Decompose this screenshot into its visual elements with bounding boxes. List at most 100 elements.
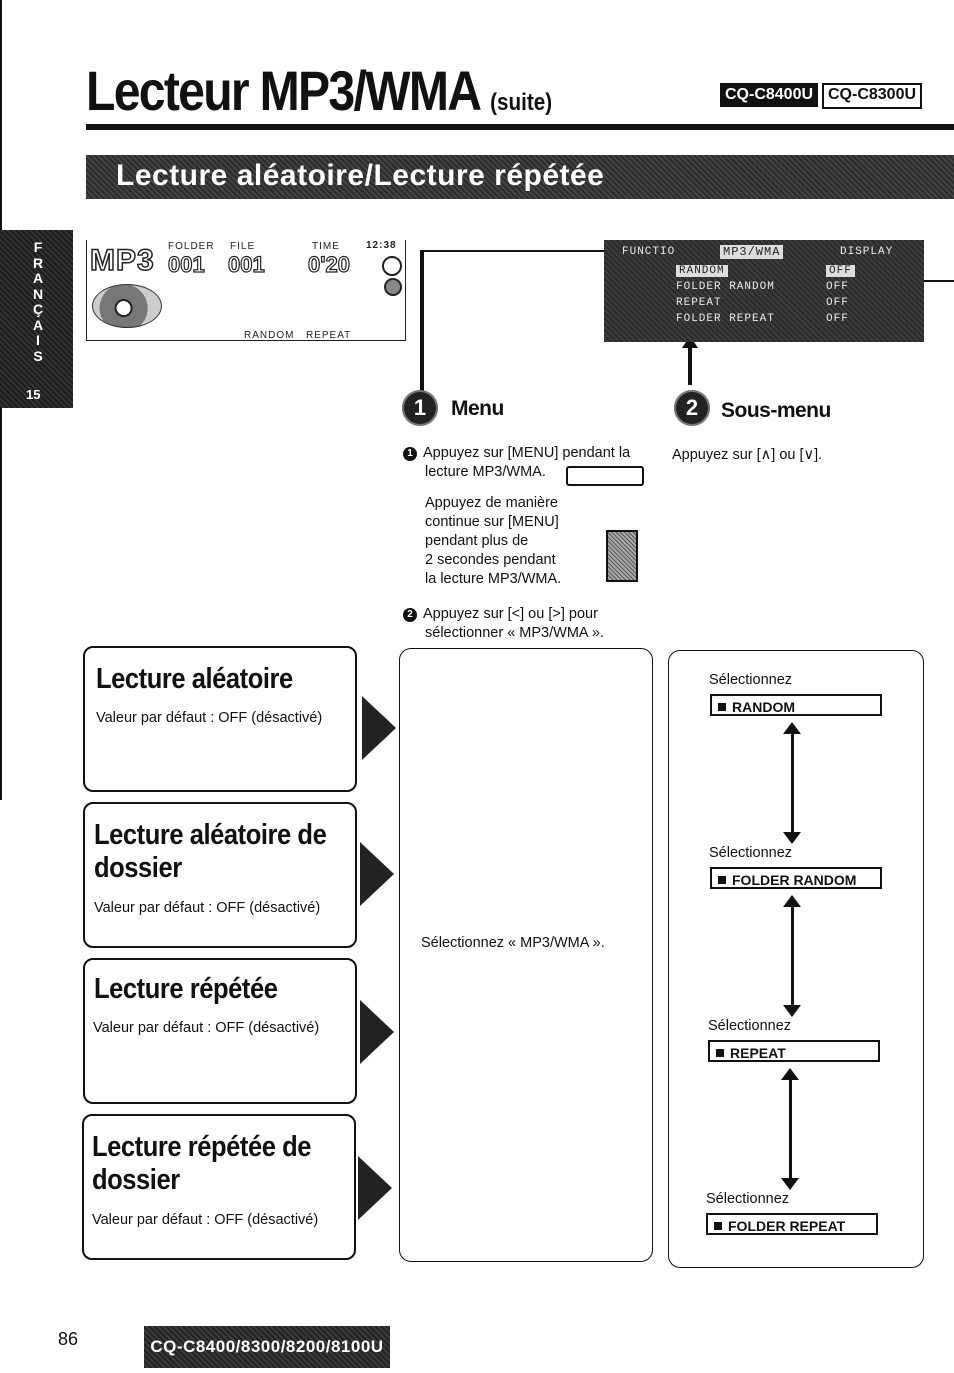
step2-title: Sous-menu [721,399,831,422]
screen-row-random: RANDOM [676,265,728,277]
step1-alt-line4: 2 secondes pendant [425,552,556,568]
step1-item1-number: 1 [403,447,417,461]
page-number: 86 [58,1329,79,1349]
screen-row-random-value: OFF [826,265,855,277]
section-banner [86,155,954,199]
feature-title-folder-repeat: Lecture répétée de [92,1131,312,1163]
lcd-time-value: 0'20 [307,251,350,277]
lcd-repeat-indicator: REPEAT [306,330,352,341]
screen-tab-function: FUNCTIO [622,246,676,258]
header-rule [86,124,954,130]
feature-title-folder-random: Lecture aléatoire de [94,819,327,851]
arrow-right-icon [360,1000,394,1064]
section-number: 15 [26,387,41,402]
step1-item2-number: 2 [403,608,417,622]
lcd-indicator-icon [382,256,402,276]
feature-title-repeat: Lecture répétée [94,973,278,1005]
feature-title-random: Lecture aléatoire [96,663,293,695]
screen-row-folder-repeat: FOLDER REPEAT [676,313,775,325]
arrow-down-icon [781,1178,799,1190]
menu-connector-line [420,250,424,398]
screen-row-repeat: REPEAT [676,297,722,309]
feature-box-folder-repeat [82,1114,356,1260]
feature-title-folder-random-line2: dossier [94,852,182,884]
menu-connector-top [420,250,604,252]
feature-box-folder-random [83,802,357,948]
select-label-random: Sélectionnez [709,672,793,688]
lcd-display-illustration [86,240,406,341]
step2-text: Appuyez sur [∧] ou [∨]. [672,447,823,463]
menu-button-icon [566,466,644,486]
lcd-file-number: 001 [227,251,265,277]
remote-control-icon [606,530,638,582]
step1-item2-line2: sélectionner « MP3/WMA ». [425,625,604,641]
menu-step-box [399,648,653,1262]
arrow-shaft [789,1080,792,1178]
arrow-shaft [791,734,794,832]
square-bullet-icon [718,703,726,711]
footer-model-range: CQ-C8400/8300/8200/8100U [144,1326,390,1368]
submenu-connector-line [688,345,692,385]
arrow-shaft [791,907,794,1005]
step1-alt-line1: Appuyez de manière [425,495,558,511]
arrow-down-icon [783,1005,801,1017]
screen-row-folder-repeat-value: OFF [826,313,849,325]
feature-default-folder-random: Valeur par défaut : OFF (désactivé) [94,900,321,916]
select-label-folder-repeat: Sélectionnez [706,1191,790,1207]
arrow-down-icon [783,832,801,844]
arrow-right-icon [362,696,396,760]
option-repeat: REPEAT [708,1040,880,1062]
arrow-right-icon [360,842,394,906]
select-label-folder-random: Sélectionnez [709,845,793,861]
feature-box-random [83,646,357,792]
step2-badge: 2 [674,390,710,426]
screen-row-folder-random: FOLDER RANDOM [676,281,775,293]
option-folder-random: FOLDER RANDOM [710,867,882,889]
feature-title-folder-repeat-line2: dossier [92,1164,180,1196]
lcd-folder-number: 001 [167,251,205,277]
screen-row-repeat-value: OFF [826,297,849,309]
arrow-right-icon [358,1156,392,1220]
feature-default-folder-repeat: Valeur par défaut : OFF (désactivé) [92,1212,319,1228]
step1-badge: 1 [402,390,438,426]
feature-box-repeat [83,958,357,1104]
step1-alt-line3: pendant plus de [425,533,529,549]
arrow-up-icon [783,722,801,734]
model-badge-secondary: CQ-C8300U [822,83,923,109]
select-label-repeat: Sélectionnez [708,1018,792,1034]
language-tab [0,230,73,408]
language-tab-letters: F R A N Ç A I S [32,239,44,364]
arrow-up-icon [783,895,801,907]
title-suffix: (suite) [490,89,553,116]
lcd-indicator-icon-2 [384,278,402,296]
middle-instruction: Sélectionnez « MP3/WMA ». [421,935,605,951]
arrow-up-icon [781,1068,799,1080]
submenu-step-box [668,650,924,1268]
option-folder-repeat: FOLDER REPEAT [706,1213,878,1235]
feature-default-repeat: Valeur par défaut : OFF (désactivé) [93,1020,320,1036]
square-bullet-icon [716,1049,724,1057]
page-title: Lecteur MP3/WMA (suite) [86,59,553,122]
step1-item1-line2: lecture MP3/WMA. [425,464,546,480]
screen-tab-mp3wma: MP3/WMA [720,245,784,259]
lcd-time-label: TIME [312,241,340,252]
square-bullet-icon [718,876,726,884]
square-bullet-icon [714,1222,722,1230]
model-badge-primary: CQ-C8400U [720,83,819,107]
lcd-file-label: FILE [230,241,256,252]
section-title: Lecture aléatoire/Lecture répétée [116,159,605,192]
disc-icon [92,284,162,328]
lcd-mode: MP3 [89,243,155,278]
lcd-folder-label: FOLDER [168,241,215,252]
option-random: RANDOM [710,694,882,716]
feature-default-random: Valeur par défaut : OFF (désactivé) [96,710,323,726]
step1-alt-line2: continue sur [MENU] [425,514,559,530]
step1-title: Menu [451,397,504,420]
step1-alt-line5: la lecture MP3/WMA. [425,571,562,587]
screen-row-folder-random-value: OFF [826,281,849,293]
lcd-clock: 12:38 [366,240,397,251]
screen-tab-display: DISPLAY [840,246,894,258]
lcd-random-indicator: RANDOM [244,330,295,341]
